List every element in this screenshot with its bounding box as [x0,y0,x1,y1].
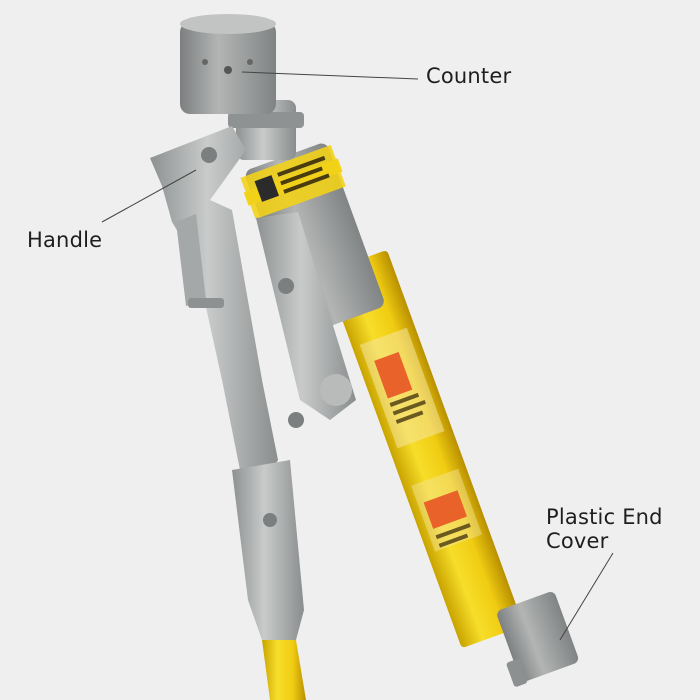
plastic-end-cover-label-line1: Plastic End [546,505,663,529]
warning-sticker [374,352,413,399]
counter-cap [180,14,276,114]
plastic-end-cover-part [497,591,579,687]
handle-lever [150,126,304,640]
linkage-arm [256,212,356,420]
lower-pole [262,640,306,700]
handle-leader-line [101,169,197,223]
plastic-end-cover-label-line2: Cover [546,529,609,553]
counter-leader-line [241,71,419,80]
fiberglass-tube [326,250,523,648]
end-cover-leader-line [559,552,614,641]
warning-symbol [254,175,279,202]
counter-label: Counter [426,64,512,88]
upper-sleeve [240,143,384,334]
handle-label: Handle [27,228,103,252]
plastic-end-cover-label: Plastic End Cover [546,505,663,553]
counter-neck [228,100,304,160]
